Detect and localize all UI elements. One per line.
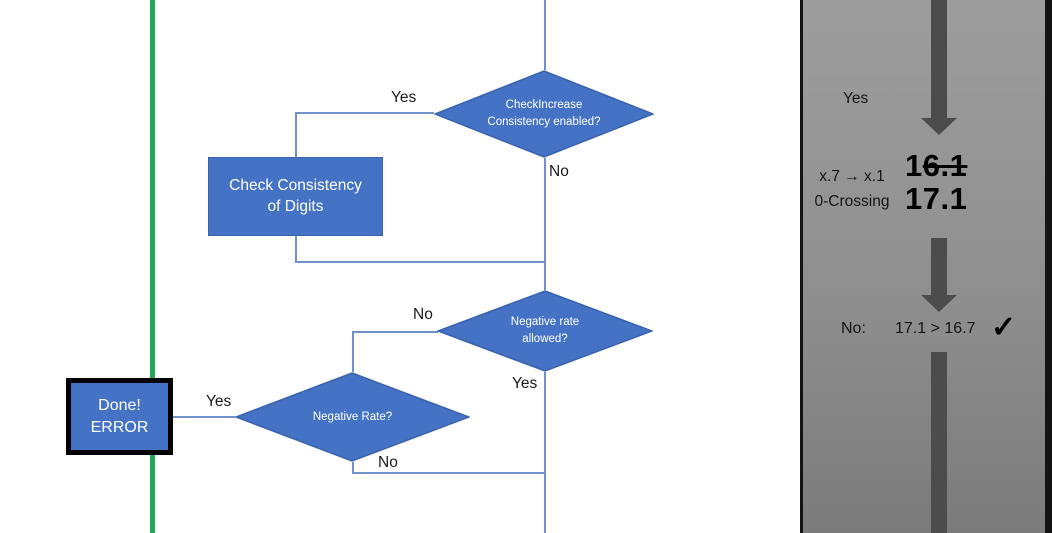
arrow-down-icon bbox=[931, 238, 947, 295]
edge-label-no-3: No bbox=[378, 454, 398, 471]
terminal-line2: ERROR bbox=[90, 418, 149, 436]
connector-decision3-no-v bbox=[352, 462, 354, 473]
connector-decision3-no-h bbox=[352, 472, 545, 474]
decision1-label: CheckIncrease Consistency enabled? bbox=[487, 99, 601, 128]
result-label: No: bbox=[841, 320, 866, 337]
diamond-shape bbox=[434, 70, 654, 158]
rule-line1: x.7 → x.1 bbox=[819, 168, 885, 185]
diamond-shape bbox=[437, 290, 653, 372]
connector-decision3-yes-h bbox=[173, 416, 235, 418]
old-value-prefix: 1 bbox=[905, 148, 923, 183]
decision3-label: Negative Rate? bbox=[312, 410, 393, 423]
arrow-down-head-icon bbox=[921, 295, 957, 312]
rule-line2: 0-Crossing bbox=[814, 193, 890, 210]
edge-label-yes-1: Yes bbox=[391, 89, 417, 106]
connector-decision2-yes-v bbox=[544, 372, 546, 533]
process-check-consistency: Check Consistency of Digits bbox=[208, 157, 383, 236]
connector-process1-out-v bbox=[295, 236, 297, 263]
new-value: 17.1 bbox=[905, 181, 968, 216]
connector-decision2-no-v bbox=[352, 331, 354, 372]
decision-negative-rate-allowed: Negative rate allowed? bbox=[437, 290, 653, 372]
edge-label-no-2: No bbox=[413, 306, 433, 323]
connector-decision2-no-h bbox=[352, 331, 438, 333]
arrow-down-head-icon bbox=[921, 118, 957, 135]
arrow-down-icon bbox=[931, 0, 947, 118]
decision2-label: Negative rate allowed? bbox=[510, 316, 580, 345]
old-value-struck: 6.1 bbox=[922, 148, 968, 183]
connector-decision1-yes-h bbox=[295, 112, 434, 114]
connector-decision1-no-v bbox=[544, 158, 546, 290]
checkmark-icon: ✓ bbox=[991, 311, 1017, 344]
panel-yes-label: Yes bbox=[843, 90, 869, 107]
rule-annotation: x.7 → x.1 0-Crossing bbox=[807, 164, 897, 214]
edge-label-yes-2: Yes bbox=[512, 375, 538, 392]
edge-label-no-1: No bbox=[549, 163, 569, 180]
terminal-done-error: Done! ERROR bbox=[66, 378, 173, 455]
old-value: 16.1 bbox=[905, 149, 967, 182]
result-comparison: 17.1 > 16.7 bbox=[895, 320, 976, 337]
decision-negative-rate: Negative Rate? bbox=[235, 372, 470, 462]
green-timeline-line bbox=[150, 0, 155, 533]
diamond-shape bbox=[235, 372, 470, 462]
value-comparison: 16.1 17.1 bbox=[905, 149, 967, 215]
edge-label-yes-3: Yes bbox=[206, 393, 232, 410]
decision-checkincrease-consistency: CheckIncrease Consistency enabled? bbox=[434, 70, 654, 158]
detail-panel: Yes x.7 → x.1 0-Crossing 16.1 17.1 No: 1… bbox=[800, 0, 1052, 533]
arrow-shaft-icon bbox=[931, 352, 947, 533]
connector-decision1-yes-v bbox=[295, 112, 297, 157]
connector-process1-out-h bbox=[295, 261, 545, 263]
terminal-line1: Done! bbox=[98, 396, 141, 414]
connector-top-into-decision1 bbox=[544, 0, 546, 70]
